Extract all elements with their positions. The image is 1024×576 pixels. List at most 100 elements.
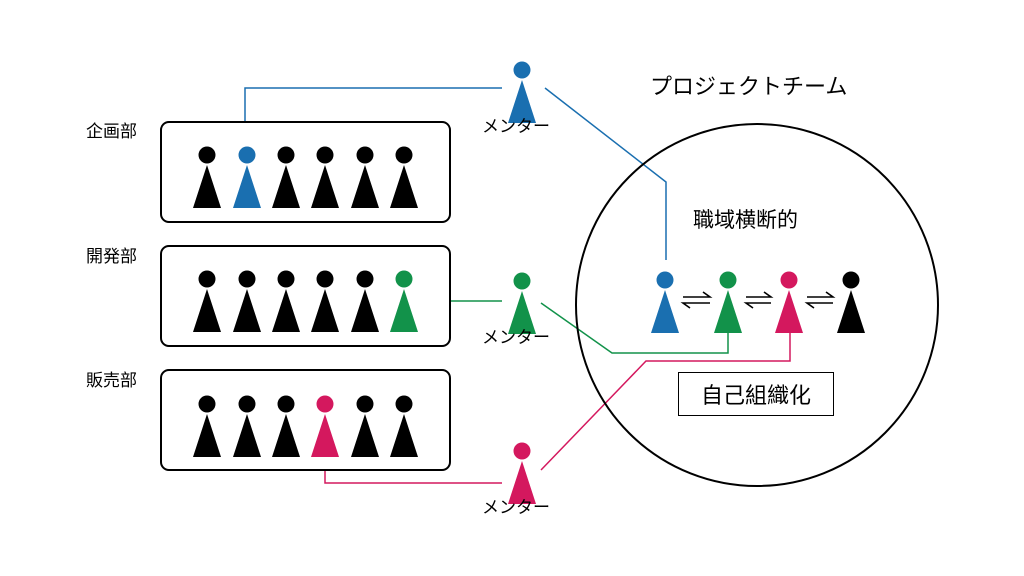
dept-0-person-0-body bbox=[193, 165, 221, 208]
cross-functional-label: 職域横断的 bbox=[693, 208, 798, 232]
dept-0-person-0 bbox=[193, 146, 221, 208]
connector-red-team bbox=[540, 325, 791, 471]
self-organization-label: 自己組織化 bbox=[700, 384, 811, 409]
dept-1-person-5-head bbox=[395, 270, 413, 288]
mentor-label-red: メンター bbox=[482, 498, 550, 518]
dept-box-0 bbox=[160, 121, 451, 223]
dept-1-person-5 bbox=[390, 270, 418, 332]
exchange-arrow-2 bbox=[804, 291, 836, 309]
dept-0-person-3 bbox=[311, 146, 339, 208]
dept-2-person-3-head bbox=[316, 395, 334, 413]
mentor-1-person-head bbox=[513, 272, 531, 290]
team-member-1-head bbox=[719, 271, 737, 289]
dept-label-planning: 企画部 bbox=[86, 122, 137, 142]
dept-0-person-3-body bbox=[311, 165, 339, 208]
dept-0-person-5-head bbox=[395, 146, 413, 164]
dept-1-person-0-head bbox=[198, 270, 216, 288]
mentor-1-person-body bbox=[508, 291, 536, 334]
exchange-arrow-0 bbox=[680, 291, 713, 309]
dept-1-person-2-head bbox=[277, 270, 295, 288]
mentor-2-person bbox=[508, 442, 536, 504]
dept-1-person-0 bbox=[193, 270, 221, 332]
project-team-circle bbox=[575, 123, 939, 487]
dept-1-person-3-body bbox=[311, 289, 339, 332]
dept-0-person-2 bbox=[272, 146, 300, 208]
dept-2-person-3-body bbox=[311, 414, 339, 457]
mentor-0-person bbox=[508, 61, 536, 123]
department-boxes bbox=[160, 121, 451, 471]
dept-0-person-5 bbox=[390, 146, 418, 208]
dept-2-person-4 bbox=[351, 395, 379, 457]
mentor-label-blue: メンター bbox=[482, 117, 550, 137]
dept-2-person-3 bbox=[311, 395, 339, 457]
dept-2-person-0-body bbox=[193, 414, 221, 457]
project-team-title: プロジェクトチーム bbox=[650, 75, 848, 100]
dept-2-person-4-head bbox=[356, 395, 374, 413]
dept-box-1 bbox=[160, 245, 451, 347]
team-member-0 bbox=[651, 271, 679, 333]
team-member-2-body bbox=[775, 290, 803, 333]
mentor-0-person-head bbox=[513, 61, 531, 79]
connector-green-team bbox=[540, 302, 729, 354]
exchange-arrow-0-right bbox=[683, 291, 713, 298]
mentor-0-person-body bbox=[508, 80, 536, 123]
dept-2-person-4-body bbox=[351, 414, 379, 457]
team-member-0-body bbox=[651, 290, 679, 333]
dept-1-person-2-body bbox=[272, 289, 300, 332]
team-member-2-head bbox=[780, 271, 798, 289]
exchange-arrow-2-right bbox=[807, 291, 836, 298]
exchange-arrows bbox=[680, 291, 836, 309]
mentor-label-green: メンター bbox=[482, 328, 550, 348]
mentor-1-person bbox=[508, 272, 536, 334]
dept-0-person-1-head bbox=[238, 146, 256, 164]
dept-box-2 bbox=[160, 369, 451, 471]
dept-2-person-1-head bbox=[238, 395, 256, 413]
dept-1-person-4-body bbox=[351, 289, 379, 332]
team-member-1-body bbox=[714, 290, 742, 333]
exchange-arrow-0-left bbox=[680, 302, 710, 309]
dept-0-person-2-head bbox=[277, 146, 295, 164]
dept-2-person-2-head bbox=[277, 395, 295, 413]
dept-1-person-2 bbox=[272, 270, 300, 332]
dept-0-person-4 bbox=[351, 146, 379, 208]
team-member-3-body bbox=[837, 290, 865, 333]
team-member-2 bbox=[775, 271, 803, 333]
dept-1-person-5-body bbox=[390, 289, 418, 332]
dept-1-person-1-body bbox=[233, 289, 261, 332]
dept-label-sales: 販売部 bbox=[86, 371, 137, 391]
dept-2-person-2 bbox=[272, 395, 300, 457]
dept-1-person-4-head bbox=[356, 270, 374, 288]
dept-1-person-4 bbox=[351, 270, 379, 332]
dept-0-person-3-head bbox=[316, 146, 334, 164]
mentor-2-person-body bbox=[508, 461, 536, 504]
mentor-2-person-head bbox=[513, 442, 531, 460]
dept-2-person-1 bbox=[233, 395, 261, 457]
dept-0-person-4-head bbox=[356, 146, 374, 164]
dept-0-person-0-head bbox=[198, 146, 216, 164]
exchange-arrow-1-right bbox=[746, 291, 774, 298]
dept-0-person-1-body bbox=[233, 165, 261, 208]
dept-2-person-0 bbox=[193, 395, 221, 457]
dept-1-person-3 bbox=[311, 270, 339, 332]
dept-2-person-1-body bbox=[233, 414, 261, 457]
dept-label-development: 開発部 bbox=[86, 247, 137, 267]
figures bbox=[193, 61, 865, 504]
team-member-3-head bbox=[842, 271, 860, 289]
dept-0-person-4-body bbox=[351, 165, 379, 208]
team-member-0-head bbox=[656, 271, 674, 289]
connector-blue-team bbox=[544, 87, 667, 260]
self-organization-box: 自己組織化 bbox=[678, 372, 834, 416]
team-member-3 bbox=[837, 271, 865, 333]
dept-1-person-1 bbox=[233, 270, 261, 332]
dept-1-person-3-head bbox=[316, 270, 334, 288]
dept-0-person-5-body bbox=[390, 165, 418, 208]
dept-0-person-1 bbox=[233, 146, 261, 208]
dept-2-person-2-body bbox=[272, 414, 300, 457]
dept-1-person-0-body bbox=[193, 289, 221, 332]
exchange-arrow-1-left bbox=[743, 302, 771, 309]
exchange-arrow-2-left bbox=[804, 302, 833, 309]
team-member-1 bbox=[714, 271, 742, 333]
dept-2-person-0-head bbox=[198, 395, 216, 413]
dept-0-person-2-body bbox=[272, 165, 300, 208]
